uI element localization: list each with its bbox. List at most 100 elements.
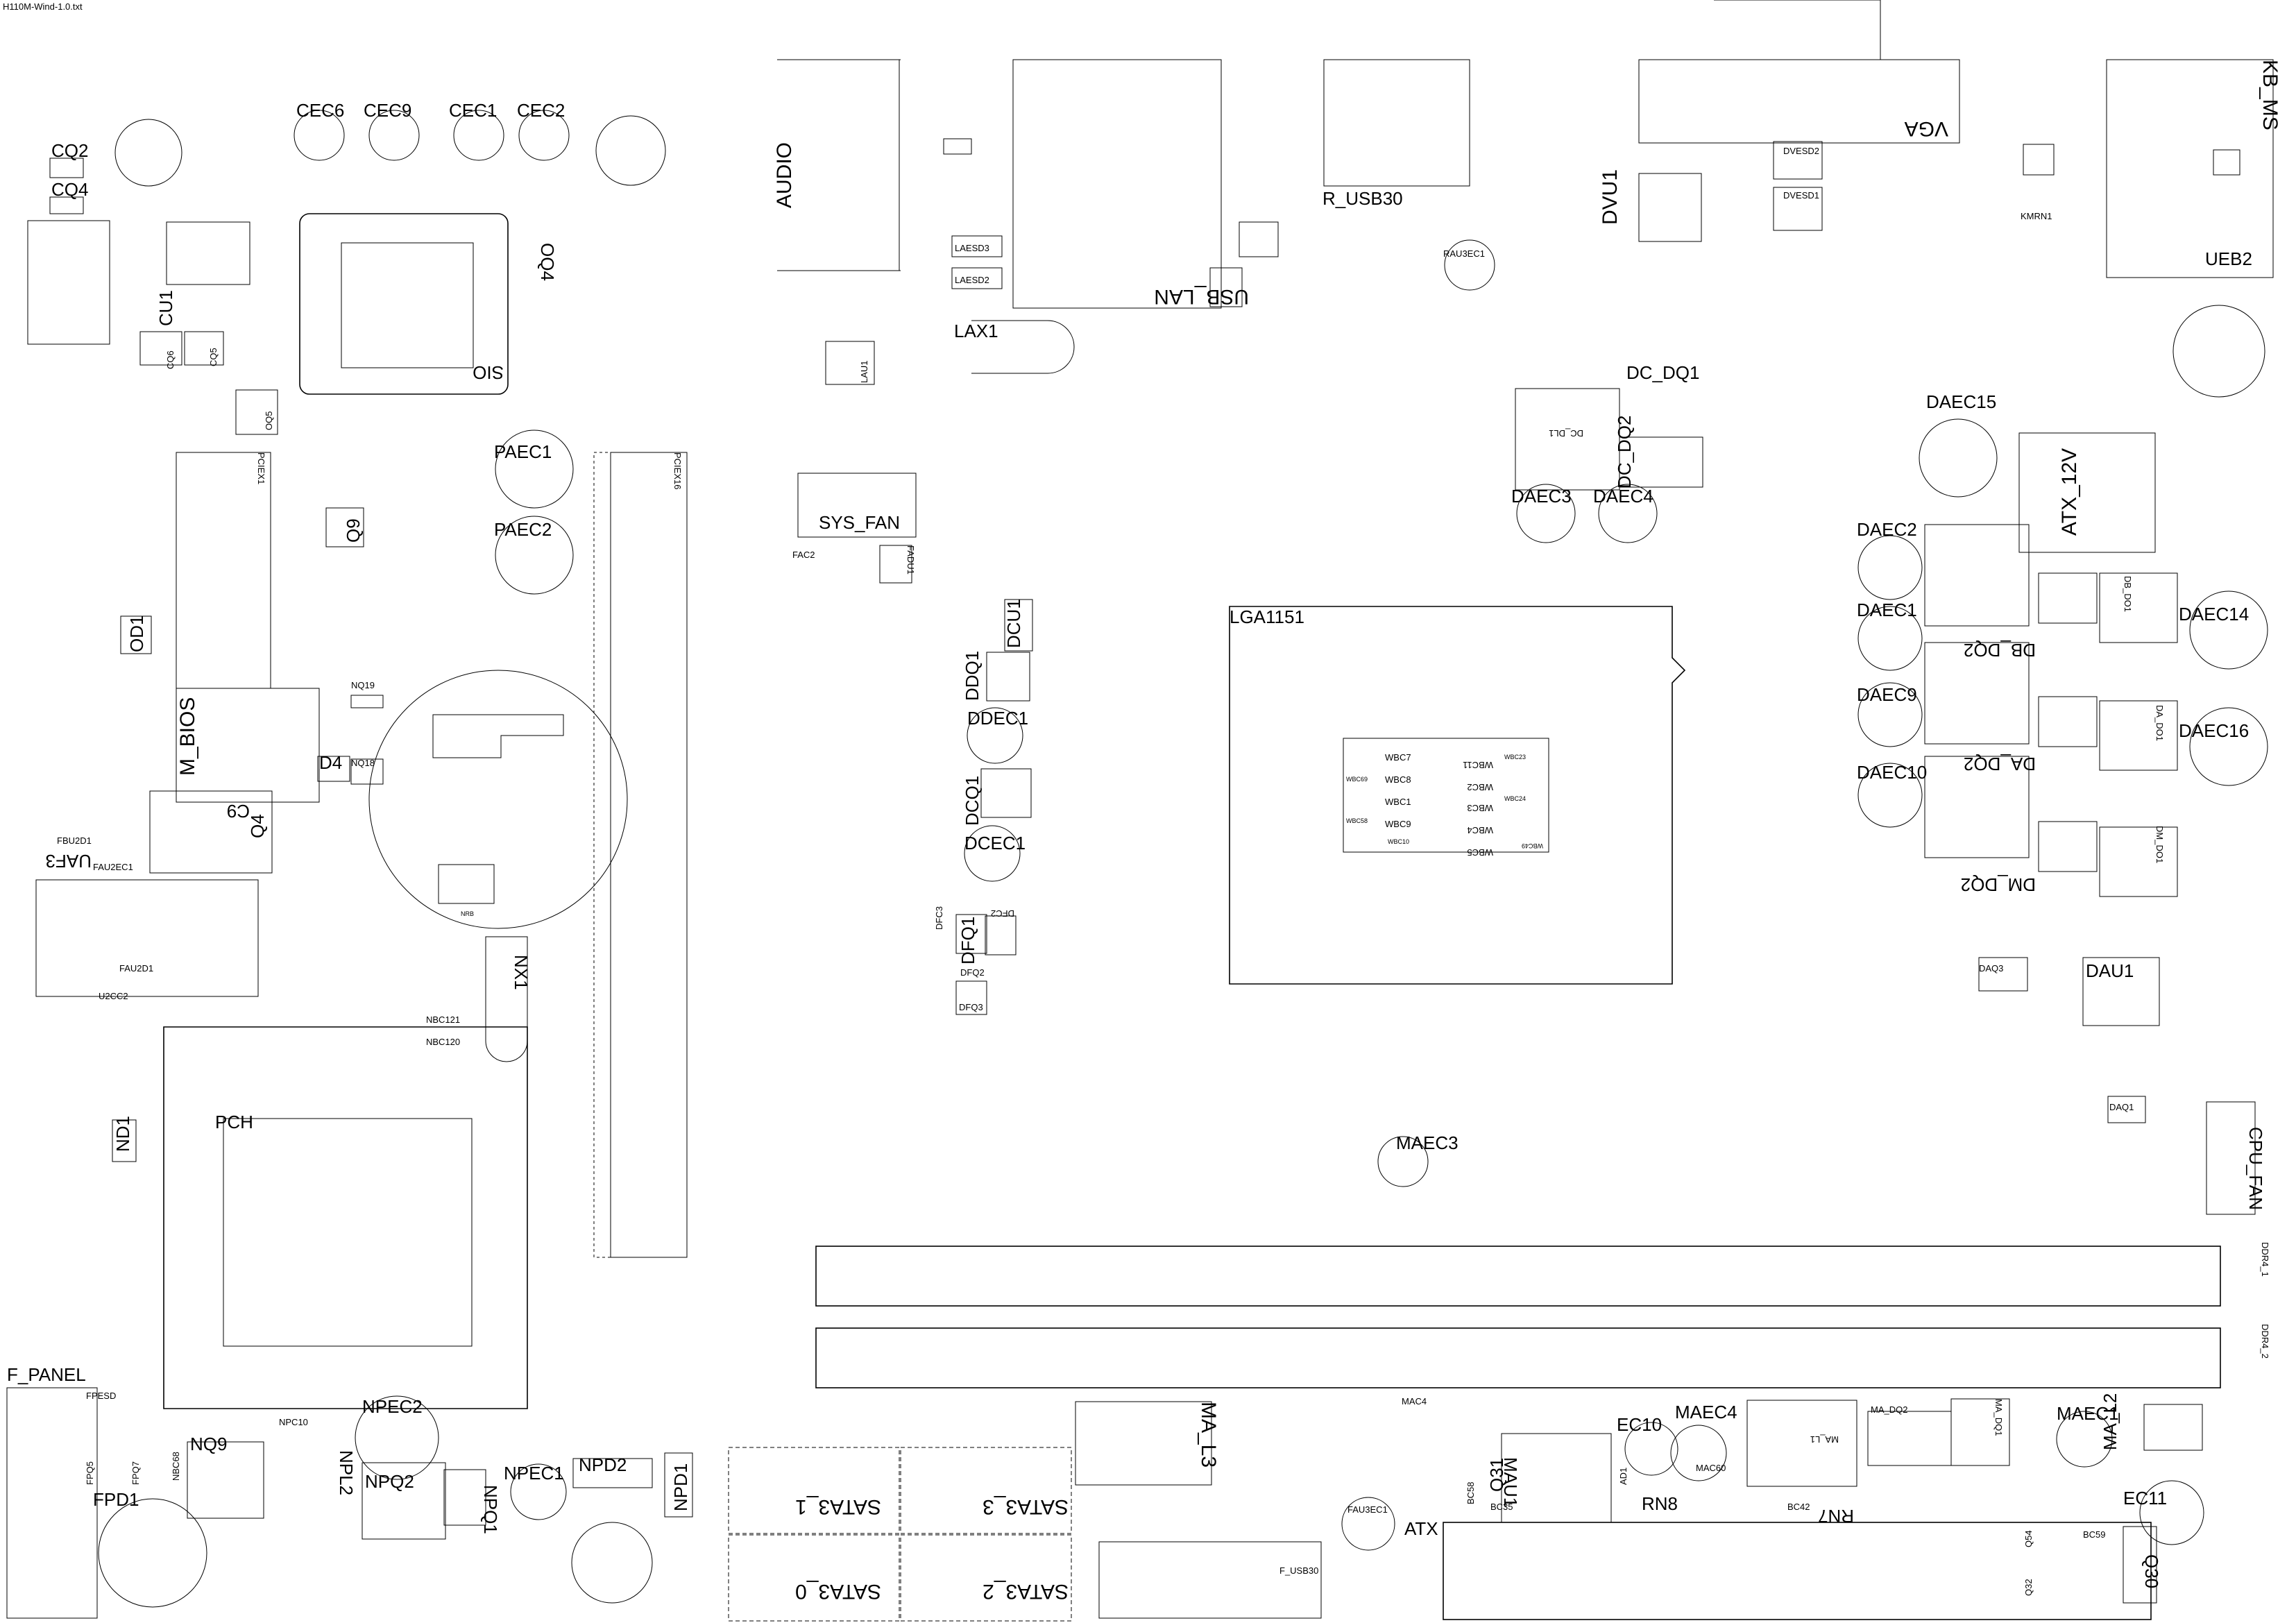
daec10-outline (1857, 763, 1923, 828)
label-ddr4-1: DDR4_1 (2260, 1242, 2270, 1277)
label-cq6: CQ6 (165, 350, 176, 369)
maec1-outline (2056, 1411, 2113, 1468)
label-ec11: EC11 (2123, 1488, 2167, 1509)
label-atx-12v: ATX_12V (2058, 448, 2081, 536)
sio-chip-outer (299, 213, 509, 395)
ddq1-outline (986, 652, 1030, 702)
pciex16-edge (593, 452, 611, 1258)
label-fpesd: FPESD (86, 1391, 116, 1401)
lau1-outline (825, 341, 875, 385)
label-ma-dq1: MA_DQ1 (1993, 1399, 2004, 1436)
q4-area-outline (149, 790, 273, 874)
sata3-1-port (728, 1447, 900, 1534)
ma-l1-outline (1746, 1400, 1857, 1487)
label-maec4: MAEC4 (1675, 1402, 1737, 1422)
daec2-outline (1857, 535, 1923, 600)
label-wbc9: WBC9 (1385, 819, 1411, 829)
label-fau2ec1: FAU2EC1 (93, 862, 133, 872)
atx-12v-outline (2018, 432, 2156, 553)
label-bc42: BC42 (1787, 1502, 1810, 1512)
dm-dl1-outline (1924, 756, 2030, 858)
label-wbc3: WBC3 (1467, 803, 1493, 813)
label-pciex1: PCIEX1 (256, 452, 266, 484)
label-paec2: PAEC2 (494, 519, 552, 540)
label-ma-l3: MA_L3 (1197, 1402, 1220, 1468)
label-rn8: RN8 (1642, 1493, 1678, 1514)
label-f-usb30: F_USB30 (1279, 1565, 1318, 1576)
front-panel-area: F_PANEL FPESD FPD1 FPQ5 FPQ7 NQ9 NBC68 N… (6, 1364, 693, 1619)
label-ddr4-2: DDR4_2 (2260, 1324, 2270, 1359)
db-dq2-outline (2038, 572, 2098, 624)
label-ddec1: DDEC1 (967, 708, 1028, 729)
label-dfc2: DFC2 (991, 908, 1014, 919)
cec2-outline (518, 110, 570, 161)
nd1-outline (112, 1119, 137, 1162)
kb-ms-hole (2213, 149, 2240, 176)
nq9-outline (187, 1441, 264, 1519)
cqc-outline (1239, 221, 1279, 257)
npec2-outline (355, 1395, 439, 1480)
label-ueb2: UEB2 (2205, 248, 2252, 269)
top-left-area: CEC6 CEC9 CEC1 CEC2 CQ2 CQ4 CU1 CQ6 CQ5 … (27, 100, 666, 435)
label-lax1: LAX1 (954, 321, 998, 341)
m-bios-outline (176, 688, 320, 803)
label-f-panel: F_PANEL (7, 1364, 86, 1385)
label-sio: SIO (473, 362, 504, 383)
dvu1-outline (1638, 173, 1702, 242)
npec1-outline (510, 1463, 567, 1520)
label-nbc120: NBC120 (426, 1037, 460, 1047)
cpu-fan-outline (2206, 1101, 2256, 1215)
label-wbc5: WBC5 (1467, 847, 1493, 858)
label-daec15: DAEC15 (1926, 391, 1996, 412)
label-fpq5: FPQ5 (85, 1461, 95, 1485)
label-daec10: DAEC10 (1857, 762, 1927, 783)
label-daec9: DAEC9 (1857, 684, 1917, 705)
capacitor-outline (98, 1498, 207, 1608)
label-cq4: CQ4 (51, 179, 88, 200)
label-mac60: MAC60 (1696, 1463, 1726, 1473)
sata-ports: SATA3_1 SATA3_3 SATA3_0 SATA3_2 (728, 1447, 1072, 1622)
label-cec6: CEC6 (296, 100, 344, 121)
label-npq2: NPQ2 (365, 1471, 414, 1492)
label-wbc49: WBC49 (1522, 842, 1543, 849)
da-dq2-outline (2038, 696, 2098, 747)
label-wbc10: WBC10 (1388, 838, 1409, 845)
label-m-bios: M_BIOS (176, 697, 199, 776)
capacitor-outline (595, 115, 666, 186)
cpu-socket: LGA1151 WBC7 WBC8 WBC1 WBC9 WBC69 WBC58 … (1229, 606, 1686, 1187)
cq6-outline (139, 331, 182, 366)
label-bc59: BC59 (2083, 1529, 2106, 1540)
label-nbc68: NBC68 (171, 1452, 181, 1481)
label-npc10: NPC10 (279, 1417, 308, 1427)
label-npec1: NPEC1 (504, 1463, 564, 1484)
label-oq4: OQ4 (537, 243, 558, 281)
label-ma-l2: MA_L2 (2100, 1393, 2120, 1450)
label-da-do1: DA_DO1 (2154, 705, 2165, 741)
label-fadu1: FADU1 (905, 545, 916, 575)
label-nx1: NX1 (511, 955, 532, 990)
label-wbc7: WBC7 (1385, 752, 1411, 763)
label-q4: Q4 (247, 814, 268, 838)
dvesd1-outline (1773, 187, 1823, 231)
bottom-vrm-area: MA_L3 MAC4 MAU1 Q31 BC35 BC58 FAU3EC1 AT… (1075, 1393, 2204, 1620)
label-dm-dq2: DM_DQ2 (1961, 874, 2036, 895)
cq4-outline (49, 196, 84, 214)
label-kmrn1: KMRN1 (2021, 211, 2052, 221)
sata3-0-port (728, 1534, 900, 1622)
ec10-outline (1624, 1422, 1678, 1476)
label-fau2d1: FAU2D1 (119, 963, 153, 974)
kmrn1-outline (2023, 144, 2055, 176)
rau3ec1-outline (1444, 239, 1495, 291)
daec16-outline (2189, 707, 2268, 786)
maec3-outline (1377, 1136, 1429, 1187)
label-laesd3: LAESD3 (955, 243, 989, 253)
battery-clip-bottom (438, 864, 495, 904)
fau3ec1-outline (1341, 1497, 1395, 1551)
kb-ms-outline (2106, 59, 2274, 278)
dcec1-outline (964, 825, 1021, 882)
f-usb30-header (1098, 1541, 1322, 1619)
ec11-outline (2139, 1480, 2204, 1545)
file-title: H110M-Wind-1.0.txt (3, 1, 83, 12)
label-lga1151: LGA1151 (1230, 606, 1304, 627)
od1-outline (120, 615, 152, 654)
